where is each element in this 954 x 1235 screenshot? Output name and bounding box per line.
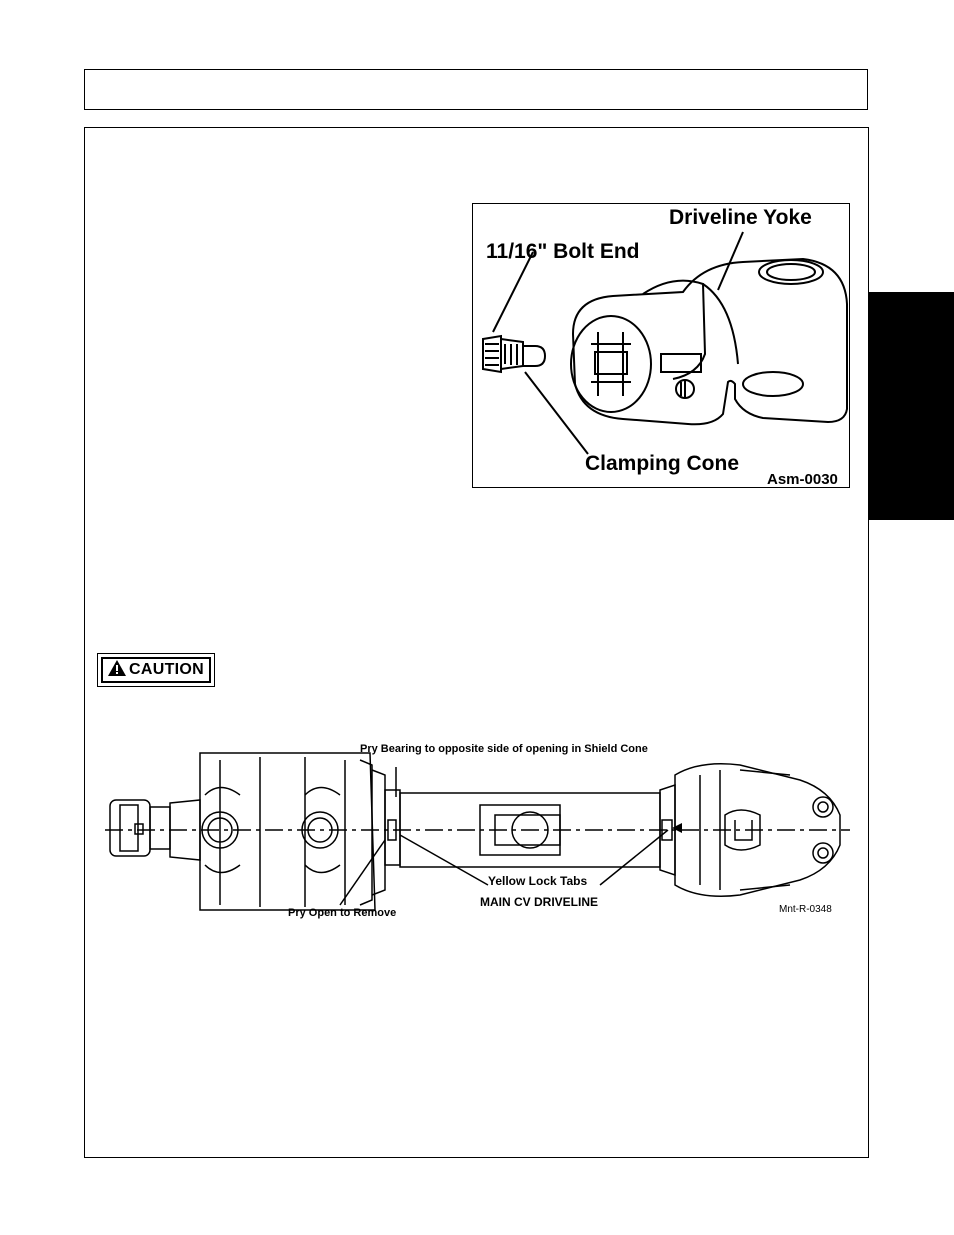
section-side-tab (869, 292, 954, 520)
label-clamping-cone: Clamping Cone (585, 452, 740, 475)
warning-triangle-icon (108, 659, 126, 681)
figure-driveline-yoke: Driveline Yoke 11/16" Bolt End Clamping … (472, 203, 850, 488)
label-yellow-lock-tabs: Yellow Lock Tabs (488, 874, 588, 888)
label-main-cv-driveline: MAIN CV DRIVELINE (480, 895, 599, 909)
caution-badge: CAUTION (97, 653, 215, 687)
cv-driveline-illustration (105, 752, 850, 911)
caution-inner-frame: CAUTION (101, 657, 211, 683)
label-pry-open: Pry Open to Remove (288, 907, 397, 919)
figure-code: Asm-0030 (767, 471, 838, 488)
figure-code: Mnt-R-0348 (779, 904, 832, 915)
figure-cv-driveline: Pry Bearing to opposite side of opening … (100, 735, 860, 925)
content-frame (84, 127, 869, 1158)
label-bolt-end: 11/16" Bolt End (486, 240, 640, 263)
label-pry-bearing: Pry Bearing to opposite side of opening … (360, 743, 648, 755)
header-frame (84, 69, 868, 110)
driveline-yoke-illustration (482, 231, 848, 455)
label-driveline-yoke: Driveline Yoke (669, 206, 812, 229)
caution-label: CAUTION (129, 661, 204, 678)
